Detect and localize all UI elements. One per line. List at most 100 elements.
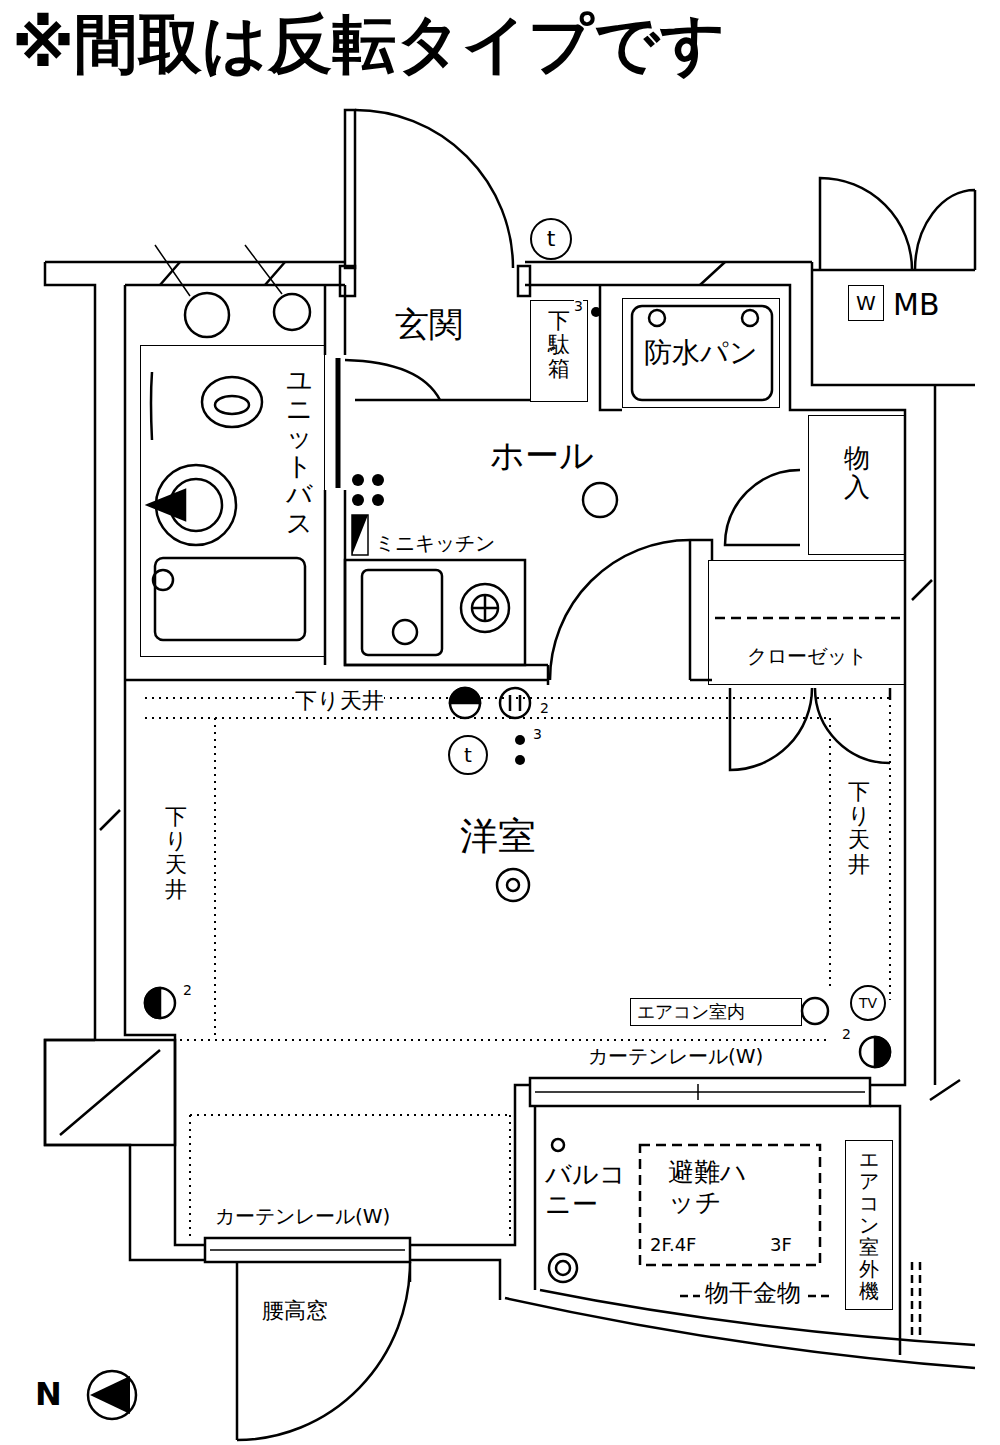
toilet	[215, 396, 249, 414]
wall-outlet	[145, 988, 160, 1018]
ceiling-outlet	[510, 695, 520, 711]
closet-shelf	[715, 617, 900, 620]
wall	[125, 285, 712, 685]
balcony-wall	[535, 1106, 900, 1355]
outlet-count: 2	[842, 1026, 851, 1042]
faucet	[742, 310, 758, 326]
room-label: クローゼット	[747, 644, 867, 668]
wall-outlet	[860, 1037, 890, 1067]
wall-outlet	[145, 988, 175, 1018]
ceiling-light	[583, 483, 617, 517]
room-name: ホール	[490, 436, 594, 475]
leader-line	[155, 245, 282, 296]
switch-symbol	[352, 515, 368, 555]
thermostat-circle: t	[530, 218, 572, 260]
switch-dot	[372, 474, 384, 486]
room-name: バルコニー	[545, 1160, 628, 1220]
room-label: TV	[859, 995, 877, 1012]
room-name: 玄関	[395, 305, 463, 344]
switch-dot	[352, 474, 364, 486]
door-swing	[355, 110, 513, 268]
storage-box: 物入	[808, 415, 905, 555]
ceiling-outlet	[500, 688, 530, 718]
fixture-label: 物干金物	[705, 1280, 801, 1308]
shoe-cabinet-box: 下駄箱	[530, 300, 588, 402]
stove	[461, 584, 509, 632]
door-swing	[345, 360, 440, 400]
room-label: ユニットバス	[286, 366, 312, 538]
drain	[549, 1254, 577, 1282]
hatch-label: 避難ハッチ	[668, 1158, 751, 1218]
closet-door	[730, 688, 890, 770]
door-leaf	[345, 110, 355, 268]
bathtub	[155, 558, 305, 640]
door-swing	[725, 470, 800, 545]
north-arrow	[88, 1371, 136, 1419]
room-label: エアコン室外機	[859, 1148, 879, 1302]
switch-count: 3	[533, 726, 542, 742]
balcony-sash	[530, 1078, 870, 1106]
kitchen-counter	[345, 560, 525, 665]
stove	[472, 595, 498, 621]
vent-fan	[274, 294, 310, 330]
switch-count: 3	[574, 298, 583, 314]
shower	[153, 570, 173, 590]
north-label: N	[35, 1376, 62, 1413]
bath-door	[336, 358, 341, 488]
thermostat-circle: t	[448, 735, 488, 775]
switch-dot	[352, 494, 364, 506]
toilet-tank	[151, 372, 152, 440]
plan-title: ※間取は反転タイプです	[12, 8, 726, 82]
tv-outlet-circle: TV	[850, 985, 886, 1021]
north-arrow	[90, 1376, 130, 1414]
meter-box: W	[848, 285, 884, 321]
escape-hatch	[640, 1145, 820, 1265]
floor-note: 3F	[770, 1235, 792, 1256]
aircon-indoor-box: エアコン室内	[630, 998, 802, 1026]
faucet	[148, 490, 185, 520]
aircon-outdoor-box: エアコン室外機	[845, 1140, 893, 1310]
ceiling-note: 下り天井	[848, 780, 870, 877]
ceiling-outlet	[450, 688, 480, 718]
door-swing	[550, 540, 690, 680]
curtain-rail-note: カーテンレール(W)	[215, 1205, 390, 1228]
wall-outlet	[875, 1037, 890, 1067]
outlet-count: 2	[183, 982, 192, 998]
drain	[556, 1261, 570, 1275]
closet-box: クローゼット	[708, 560, 905, 685]
waist-window	[210, 1249, 405, 1251]
stove	[472, 595, 498, 621]
room-name: ミニキッチン	[375, 532, 495, 555]
kitchen-fan	[393, 620, 417, 644]
room-label: 防水パン	[644, 336, 758, 370]
switch-dot	[515, 735, 525, 745]
room-name: 洋室	[460, 815, 536, 859]
window-swing	[237, 1262, 410, 1440]
ceiling-note: 下り天井	[165, 805, 187, 902]
switch-dot	[372, 494, 384, 506]
door-jamb	[340, 266, 355, 296]
door-jamb	[518, 266, 530, 296]
aircon-outlet	[802, 998, 828, 1024]
room-label: エアコン室内	[637, 1001, 745, 1023]
unit-bath-room: ユニットバス	[140, 345, 325, 657]
room-label: W	[856, 291, 876, 315]
ceiling-light	[507, 879, 519, 891]
mb-door	[820, 178, 975, 270]
switch-dot	[515, 755, 525, 765]
ceiling-light	[497, 869, 529, 901]
toilet	[202, 377, 262, 427]
outlet-count: 2	[540, 700, 549, 716]
room-label: 物入	[844, 444, 870, 501]
waist-window	[205, 1238, 410, 1262]
washer-pan	[632, 306, 772, 400]
meter-label: MB	[893, 288, 939, 323]
sink	[362, 570, 442, 655]
floor-note: 2F.4F	[650, 1235, 696, 1256]
drying-hanger	[680, 1262, 920, 1340]
lowered-ceiling-line	[145, 698, 890, 1240]
faucet	[649, 310, 665, 326]
balcony-sash	[535, 1084, 865, 1100]
